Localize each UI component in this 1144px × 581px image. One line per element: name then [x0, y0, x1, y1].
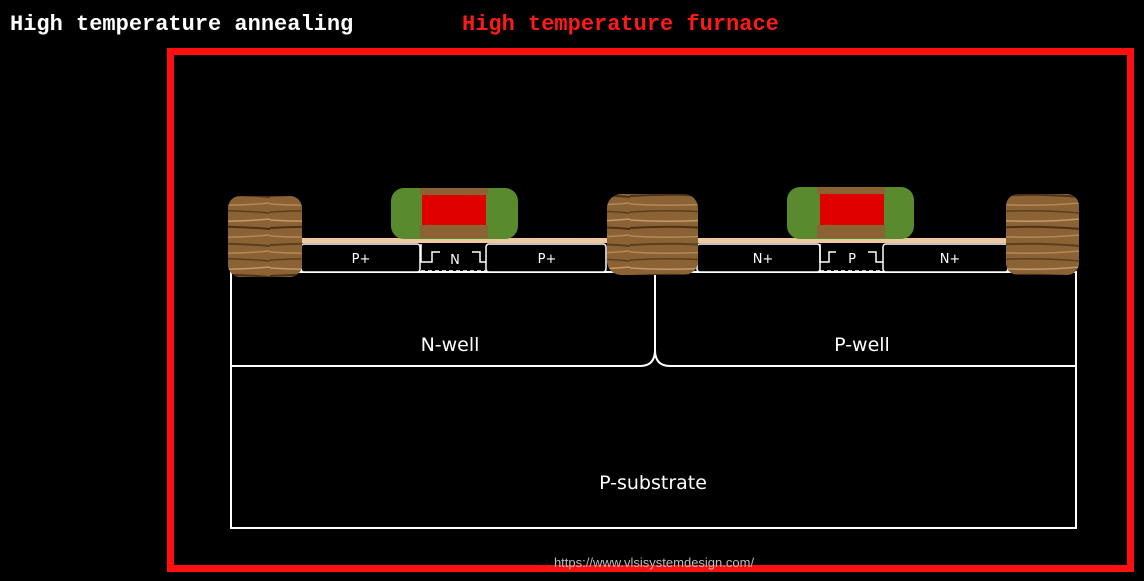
label-p-channel: P [848, 252, 856, 267]
label-p-substrate: P-substrate [599, 472, 707, 494]
nmos-gate-top-oxide [817, 187, 885, 194]
gate-oxide-layer-right [697, 238, 1007, 243]
pmos-gate-poly [422, 195, 486, 225]
pmos-gate-top-oxide [420, 188, 488, 195]
label-nplus-right: N+ [940, 252, 961, 267]
nmos-gate-poly [820, 194, 884, 225]
pmos-gate-bottom-oxide [420, 225, 488, 238]
p-well [654, 349, 1076, 367]
ldd-right-n [868, 251, 883, 263]
field-oxide-right [1006, 194, 1079, 275]
furnace-border [167, 48, 1134, 572]
label-n-channel: N [450, 253, 460, 268]
field-oxide-left [228, 196, 302, 277]
ldd-right-p [472, 251, 486, 263]
label-nplus-left: N+ [753, 252, 774, 267]
gate-oxide-layer-left [300, 238, 608, 243]
pplus-right-diffusion [485, 243, 607, 273]
ldd-left-n [819, 244, 836, 263]
title-furnace: High temperature furnace [462, 12, 779, 37]
label-p-well: P-well [834, 334, 890, 356]
label-pplus-right: P+ [538, 252, 557, 267]
label-pplus-left: P+ [352, 252, 371, 267]
field-oxide-center [607, 194, 698, 275]
title-annealing: High temperature annealing [10, 12, 354, 37]
ldd-left-p [420, 244, 440, 263]
label-n-well: N-well [421, 334, 480, 356]
watermark-url: https://www.vlsisystemdesign.com/ [554, 555, 755, 570]
nmos-gate-bottom-oxide [817, 225, 885, 238]
